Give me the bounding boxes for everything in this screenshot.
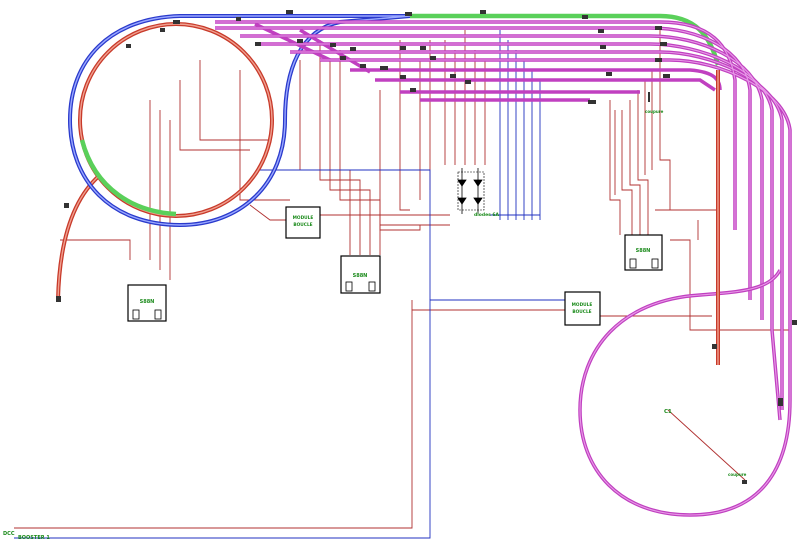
blue-feeder-wires	[14, 30, 570, 539]
coupure-loop-label: coupure	[728, 472, 747, 477]
s88n-module-left: S88N	[127, 284, 167, 322]
red-feeder-wires	[14, 30, 790, 529]
module-boucle-2-line2: BOUCLE	[572, 309, 591, 315]
c1-label: C1	[664, 409, 672, 415]
s88n-module-center: S88N	[340, 255, 381, 294]
s88n-left-label: S88N	[140, 299, 155, 305]
s88n-right-label: S88N	[636, 248, 651, 254]
booster-label: BOOSTER 1	[18, 535, 50, 541]
s88n-center-label: S88N	[353, 273, 368, 279]
module-boucle-1: MODULE BOUCLE	[285, 206, 321, 239]
module-boucle-2-line1: MODULE	[572, 302, 593, 308]
diode-bridge	[457, 168, 485, 214]
blue-loop-track	[67, 14, 411, 228]
pink-return-loop	[578, 269, 792, 517]
module-boucle-1-line1: MODULE	[293, 215, 314, 221]
dcc-label: DCC	[3, 531, 15, 537]
s88n-module-right: S88N	[624, 234, 663, 271]
signal-markers	[56, 10, 797, 484]
module-boucle-1-line2: BOUCLE	[293, 222, 312, 228]
module-boucle-2: MODULE BOUCLE	[564, 291, 601, 326]
diodes-label: diodes 6A	[474, 212, 500, 218]
coupure-top-label: coupure	[645, 109, 664, 114]
